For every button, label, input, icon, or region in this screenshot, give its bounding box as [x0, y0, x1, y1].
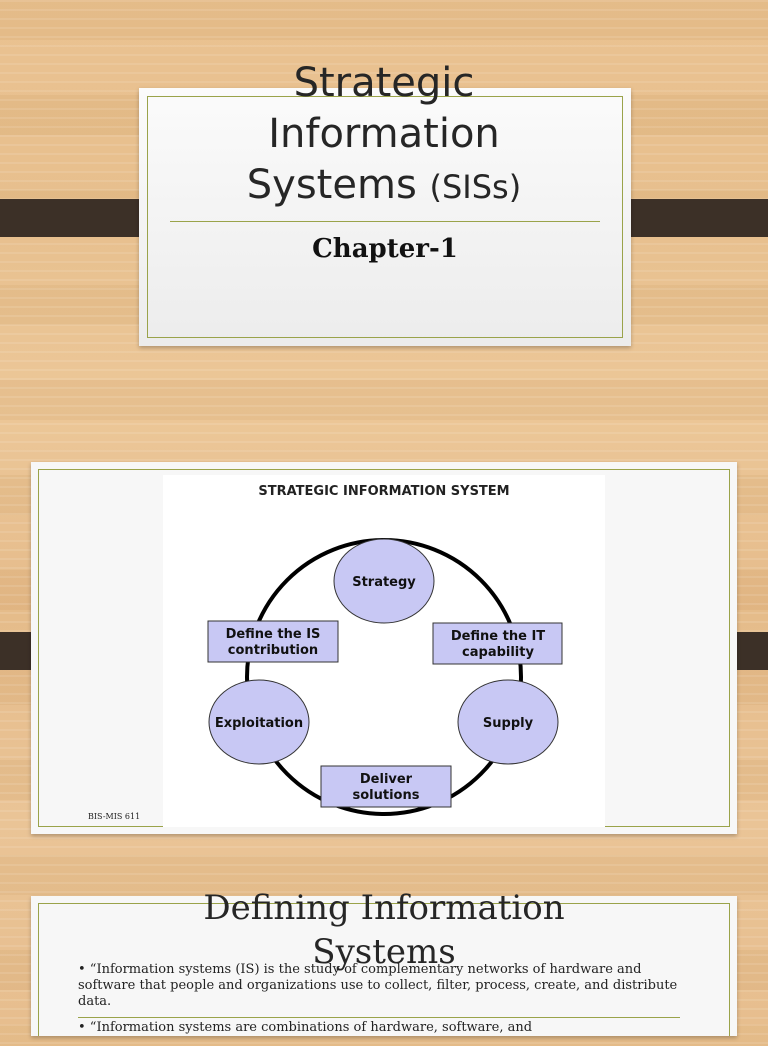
- diagram-heading: STRATEGIC INFORMATION SYSTEM: [258, 484, 509, 499]
- left-bar-1: [0, 199, 155, 237]
- right-bar-1: [613, 199, 768, 237]
- bullet-2: • “Information systems are combinations …: [78, 1020, 533, 1035]
- slide-footer: BIS-MIS 611: [88, 812, 141, 821]
- define-is-box: [207, 620, 339, 663]
- title-line-3-abbrev: (SISs): [429, 168, 522, 206]
- slide-frame: [147, 96, 623, 338]
- definition-body: • “Information systems (IS) is the study…: [78, 962, 678, 1046]
- define-is-label-1: Define the IS: [226, 627, 321, 642]
- title-line-2: Information: [268, 111, 500, 157]
- slide-title: Strategic Information Systems (SISs): [0, 58, 768, 213]
- definition-title-line-2: Systems: [312, 932, 456, 972]
- define-it-label-2: capability: [462, 645, 534, 660]
- strategy-node: [333, 538, 435, 624]
- deliver-label-2: solutions: [353, 788, 420, 803]
- title-line-3-main: Systems: [246, 162, 430, 208]
- chapter-subtitle: Chapter-1: [312, 234, 458, 264]
- exploitation-node: [208, 679, 310, 765]
- define-is-label-2: contribution: [228, 643, 318, 658]
- deliver-label-1: Deliver: [360, 772, 413, 787]
- strategy-label: Strategy: [352, 575, 416, 590]
- title-line-3: Systems (SISs): [0, 160, 768, 213]
- supply-node: [457, 679, 559, 765]
- title-line-1: Strategic: [293, 60, 475, 106]
- define-it-box: [432, 622, 563, 665]
- sis-cycle-diagram: STRATEGIC INFORMATION SYSTEM Strategy Ex…: [163, 475, 605, 827]
- definition-slide: [31, 896, 737, 1036]
- supply-label: Supply: [483, 716, 534, 731]
- exploitation-label: Exploitation: [215, 716, 303, 731]
- definition-title-line-1: Defining Information: [203, 888, 565, 928]
- slide-frame: [38, 903, 730, 1036]
- definition-title: Defining Information Systems: [0, 886, 768, 974]
- title-slide: [139, 88, 631, 346]
- define-it-label-1: Define the IT: [451, 629, 545, 644]
- body-divider: [78, 1017, 680, 1018]
- bullet-1: • “Information systems (IS) is the study…: [78, 962, 678, 1009]
- title-divider: [170, 221, 600, 222]
- deliver-box: [320, 765, 452, 808]
